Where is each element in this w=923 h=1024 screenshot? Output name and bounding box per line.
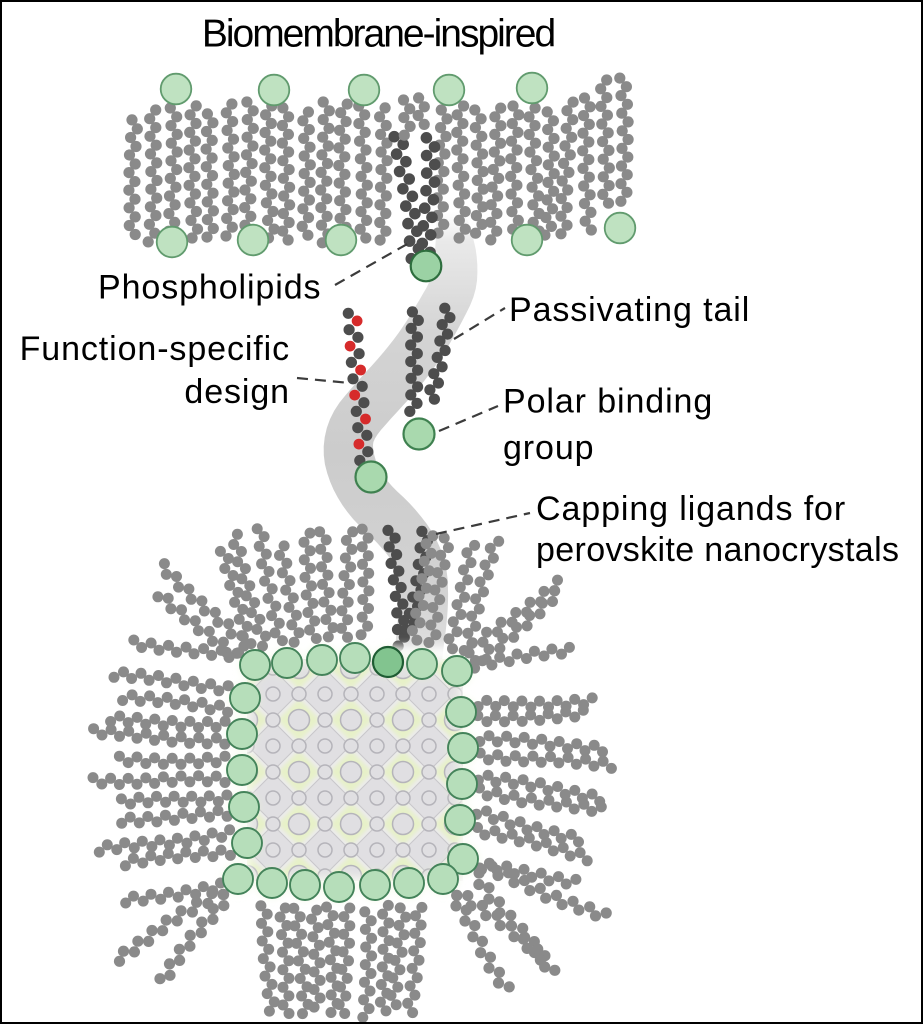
svg-text:group: group	[503, 429, 594, 467]
svg-text:Polar binding: Polar binding	[503, 383, 713, 421]
svg-text:Passivating tail: Passivating tail	[509, 291, 750, 329]
svg-text:Biomembrane-inspired: Biomembrane-inspired	[202, 13, 555, 56]
svg-text:Phospholipids: Phospholipids	[98, 269, 321, 307]
svg-text:Function-specific: Function-specific	[20, 330, 290, 368]
svg-text:design: design	[184, 373, 290, 411]
svg-text:perovskite nanocrystals: perovskite nanocrystals	[536, 531, 899, 569]
svg-text:Capping ligands for: Capping ligands for	[536, 490, 846, 528]
